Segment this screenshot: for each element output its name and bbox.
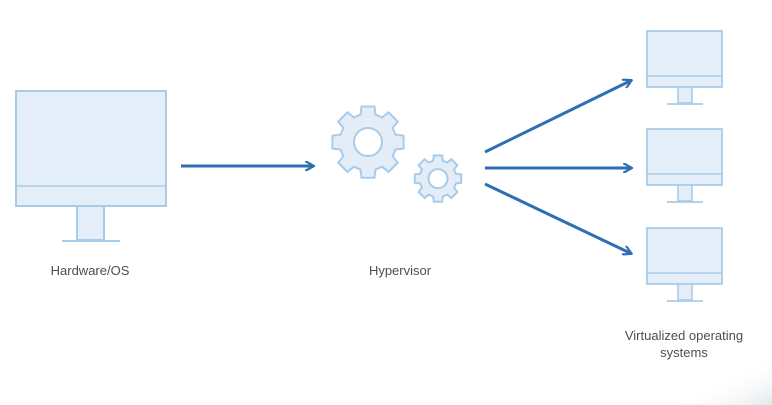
hardware-os-label: Hardware/OS [50, 263, 130, 278]
vm-monitor-icon-top [646, 30, 723, 105]
hypervisor-label: Hypervisor [368, 263, 432, 278]
vm-monitor-icon-middle [646, 128, 723, 203]
large-gear-hole [353, 127, 383, 157]
hypervisor-gears-icon [331, 105, 463, 203]
arrow-to-vm-bottom [484, 182, 630, 253]
hardware-monitor-icon [15, 90, 167, 242]
arrow-to-vm-top [484, 81, 630, 154]
virtualized-os-label: Virtualized operating systems [624, 328, 744, 360]
vm-monitor-icon-bottom [646, 227, 723, 302]
small-gear-hole [427, 168, 449, 190]
